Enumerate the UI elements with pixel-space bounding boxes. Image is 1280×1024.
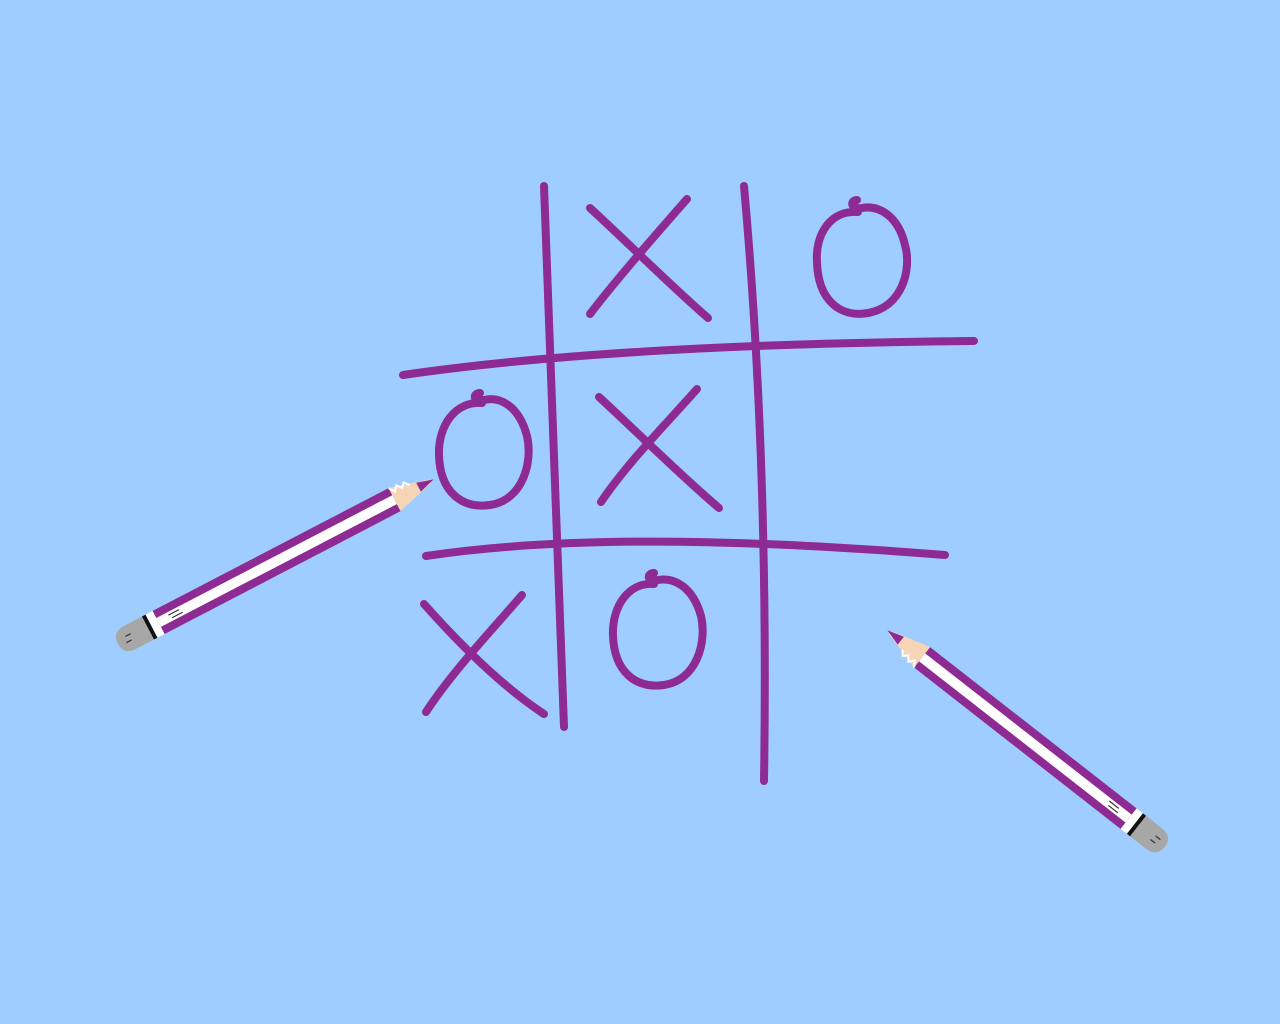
board-grid xyxy=(399,182,978,785)
pencil-icon xyxy=(887,630,1169,853)
grid-line-horizontal-2 xyxy=(422,537,949,560)
grid-line-horizontal-1 xyxy=(399,337,978,379)
cell-0-0[interactable] xyxy=(400,186,545,356)
mark-x xyxy=(586,195,712,322)
pencil-icon xyxy=(115,479,434,652)
grid-line-vertical-1 xyxy=(540,182,568,731)
grid-line-vertical-2 xyxy=(740,182,769,785)
mark-o xyxy=(608,569,707,690)
mark-x xyxy=(595,385,723,512)
mark-x xyxy=(420,591,548,718)
board-marks xyxy=(420,195,912,718)
mark-o xyxy=(812,196,912,318)
cell-1-2[interactable] xyxy=(768,350,974,550)
mark-o xyxy=(434,389,533,510)
